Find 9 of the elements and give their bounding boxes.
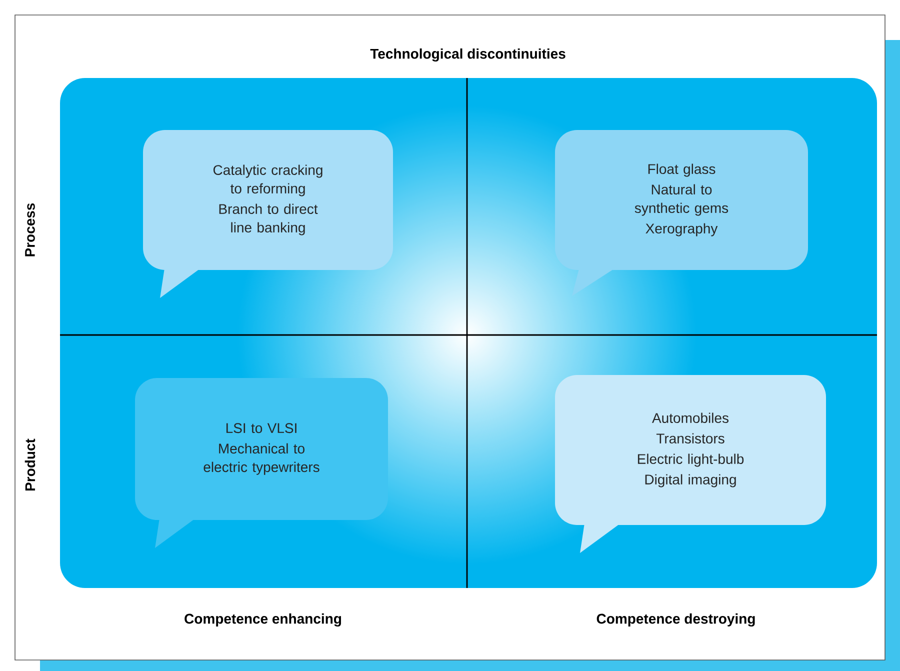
speech-bubble: Automobiles Transistors Electric light-bulb Digital imaging bbox=[555, 375, 826, 553]
axis-label: Product bbox=[24, 438, 36, 490]
axis-label: Competence enhancing bbox=[184, 613, 342, 627]
speech-bubble: Catalytic cracking to reforming Branch to direct line banking bbox=[143, 130, 393, 298]
axis-label: Competence destroying bbox=[596, 613, 755, 627]
heading: Technological discontinuities bbox=[370, 48, 566, 62]
axis-label: Process bbox=[25, 203, 35, 256]
speech-bubble: LSI to VLSI Mechanical to electric typewriters bbox=[135, 378, 388, 548]
speech-bubble: Float glass Natural to synthetic gems Xerography bbox=[555, 130, 808, 296]
